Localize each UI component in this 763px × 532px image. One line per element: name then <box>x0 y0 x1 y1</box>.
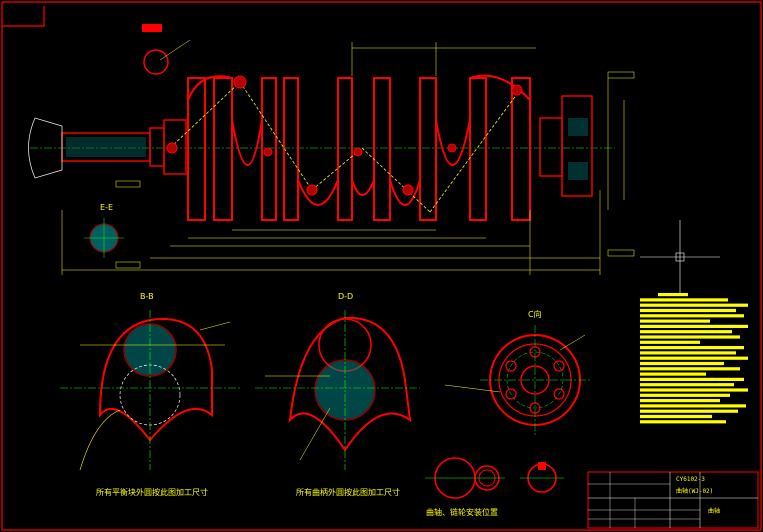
requirement-line <box>640 420 726 424</box>
requirement-line <box>640 377 744 381</box>
requirement-line <box>640 399 720 403</box>
title-block-drawing-no: CY6102-3 <box>676 476 705 483</box>
cad-crosshair <box>640 220 720 295</box>
requirement-line <box>640 409 738 413</box>
caption-bottom: 曲轴、链轮安装位置 <box>426 508 498 517</box>
detail-keyway-view <box>142 24 191 75</box>
requirement-line <box>640 319 710 323</box>
caption-right-view: 所有曲柄外圆按此图加工尺寸 <box>296 488 400 497</box>
requirement-line <box>640 361 724 366</box>
title-block-company: 曲轴 <box>708 508 721 515</box>
requirement-line <box>640 404 746 408</box>
section-label-d: C向 <box>528 310 542 319</box>
corner-tab <box>2 6 45 27</box>
title-block <box>587 471 759 529</box>
sprocket-position-view <box>425 457 564 499</box>
requirement-line <box>640 346 744 350</box>
section-label-b: D-D <box>338 292 354 301</box>
requirement-line <box>640 330 732 334</box>
flange-view <box>444 325 590 435</box>
title-block-part-name: 曲轴(WJ-02) <box>676 488 714 495</box>
caption-left-view: 所有平衡块外圆按此图加工尺寸 <box>96 488 208 497</box>
requirement-line <box>640 414 712 419</box>
crankshaft-main-view <box>28 42 635 275</box>
section-bb-view <box>60 310 240 471</box>
requirement-line <box>640 393 730 397</box>
requirement-line <box>640 324 748 328</box>
requirement-line <box>640 351 736 355</box>
section-dd-view <box>255 310 420 470</box>
requirement-line <box>640 356 748 360</box>
section-small-left <box>84 218 124 258</box>
section-label-a: B-B <box>140 292 154 301</box>
requirement-line <box>640 335 740 339</box>
requirement-line <box>640 340 700 344</box>
requirement-line <box>640 314 744 318</box>
requirement-line <box>640 372 706 376</box>
requirement-line <box>640 367 740 371</box>
requirement-line <box>640 298 728 302</box>
requirement-line <box>640 388 748 392</box>
section-label-c: E-E <box>100 203 113 212</box>
requirement-line <box>640 308 736 313</box>
technical-requirements <box>640 293 748 424</box>
requirement-line <box>640 383 734 387</box>
requirement-line <box>640 303 748 307</box>
requirement-line <box>658 293 688 297</box>
